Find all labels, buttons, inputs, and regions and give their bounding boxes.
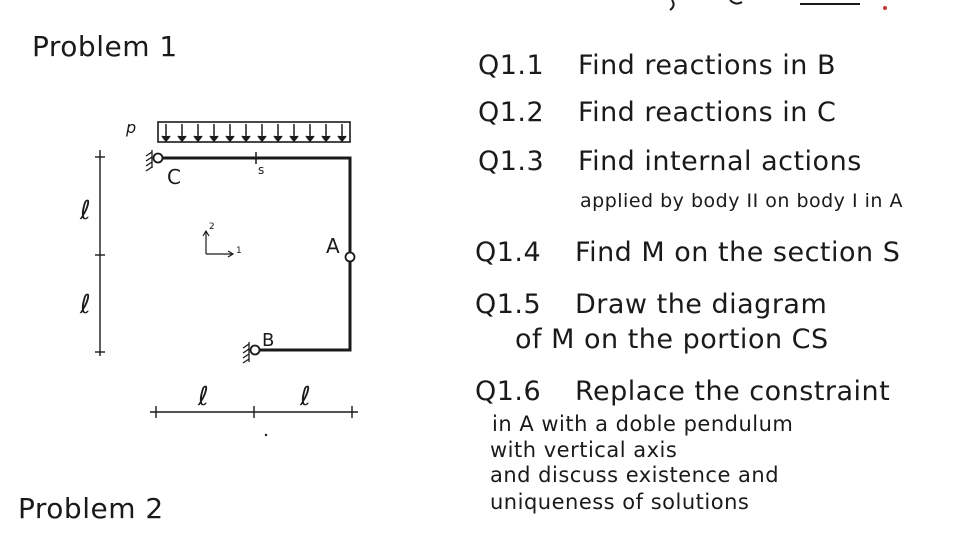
label-b: B: [262, 330, 275, 351]
question-text: Find reactions in B: [578, 50, 836, 81]
question-1-6: Q1.6 Replace the constraint: [475, 376, 890, 407]
length-label-v1: ℓ: [80, 196, 92, 226]
support-c-hatch: [145, 150, 153, 172]
load-label: p: [126, 118, 137, 137]
axis-label-y: 2: [209, 222, 216, 232]
horizontal-dimension: [150, 406, 358, 418]
question-number: Q1.5: [475, 289, 542, 320]
length-label-h1: ℓ: [198, 382, 210, 412]
question-number: Q1.1: [478, 50, 545, 81]
question-1-3-sub: applied by body II on body I in A: [580, 190, 903, 212]
hinge-a: [344, 251, 356, 263]
question-1-3: Q1.3 Find internal actions: [478, 146, 862, 177]
question-text: Find reactions in C: [578, 97, 837, 128]
question-1-6-line-4: uniqueness of solutions: [490, 490, 750, 514]
support-b-hatch: [242, 342, 250, 364]
distributed-load-arrows: [161, 124, 347, 143]
question-number: Q1.4: [475, 237, 542, 268]
question-1-6-line-1: in A with a doble pendulum: [492, 412, 794, 436]
question-1-1: Q1.1 Find reactions in B: [478, 50, 836, 81]
question-text: Find M on the section S: [575, 237, 901, 268]
label-s: s: [258, 163, 265, 177]
hinge-b: [249, 344, 261, 356]
frame-diagram: [95, 121, 358, 437]
question-number: Q1.3: [478, 146, 545, 177]
problem-2-title: Problem 2: [18, 492, 164, 525]
hinge-c: [152, 152, 164, 164]
distributed-load-box: [157, 121, 351, 143]
question-number: Q1.6: [475, 376, 542, 407]
question-number: Q1.2: [478, 97, 545, 128]
vertical-dimension: [95, 150, 105, 356]
label-a: A: [326, 234, 341, 258]
frame-members: [158, 156, 352, 352]
top-corner-marks: [669, 0, 887, 11]
question-1-4: Q1.4 Find M on the section S: [475, 237, 900, 268]
question-1-2: Q1.2 Find reactions in C: [478, 97, 836, 128]
length-label-h2: ℓ: [300, 382, 312, 412]
question-1-5-sub: of M on the portion CS: [515, 324, 829, 355]
axis-label-x: 1: [236, 246, 243, 256]
question-text: Replace the constraint: [575, 376, 891, 407]
question-text: Find internal actions: [578, 146, 862, 177]
label-c: C: [167, 165, 182, 189]
question-text: Draw the diagram: [575, 289, 828, 320]
question-1-5: Q1.5 Draw the diagram: [475, 289, 827, 320]
question-1-6-line-3: and discuss existence and: [490, 463, 780, 487]
length-label-v2: ℓ: [80, 290, 92, 320]
axis-glyph: [202, 229, 235, 258]
question-1-6-line-2: with vertical axis: [490, 438, 678, 462]
problem-1-title: Problem 1: [32, 30, 178, 63]
